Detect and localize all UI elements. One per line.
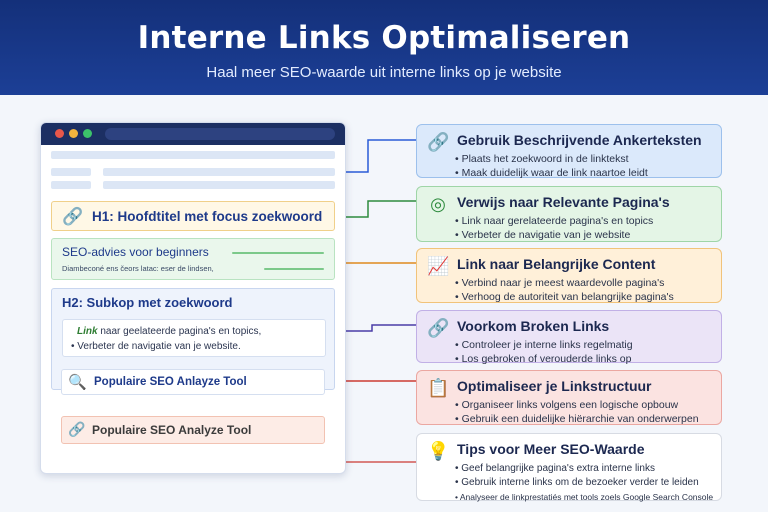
- page-title: Interne Links Optimaliseren: [137, 20, 631, 56]
- inline-link[interactable]: Link: [77, 326, 98, 337]
- tool-link-1-label: Populaire SEO Anlayze Tool: [94, 376, 247, 388]
- h1-text: H1: Hoofdtitel met focus zoekwoord: [92, 209, 323, 224]
- minimize-dot-icon: [69, 129, 78, 138]
- card-title: Tips voor Meer SEO-Waarde: [457, 441, 645, 457]
- card-list: Organiseer links volgens een logische op…: [455, 399, 699, 426]
- placeholder-line: [51, 151, 335, 159]
- browser-titlebar: [41, 123, 345, 145]
- placeholder-line: [51, 168, 91, 176]
- list-item: Los gebroken of verouderde links op: [455, 353, 633, 367]
- card-list: Verbind naar je meest waardevolle pagina…: [455, 277, 674, 304]
- list-item: Verhoog de autoriteit van belangrijke pa…: [455, 291, 674, 305]
- list-item: Verbeter de navigatie van je website: [455, 229, 653, 243]
- advice-title: SEO-advies voor beginners: [62, 245, 209, 259]
- list-item: Plaats het zoekwoord in de linktekst: [455, 153, 648, 167]
- h2-line-2: • Verbeter de navigatie van je website.: [71, 341, 241, 352]
- h2-text: H2: Subkop met zoekwoord: [62, 295, 233, 310]
- card-list: Geef belangrijke pagina's extra interne …: [455, 462, 713, 504]
- page-subtitle: Haal meer SEO-waarde uit interne links o…: [206, 64, 562, 81]
- target-icon: ◎: [430, 194, 446, 214]
- card-title: Voorkom Broken Links: [457, 318, 610, 334]
- tip-card-important-content: 📈 Link naar Belangrijke Content Verbind …: [416, 248, 722, 303]
- placeholder-line: [103, 168, 335, 176]
- advice-block: SEO-advies voor beginners Diambeconé ens…: [51, 238, 335, 280]
- list-item: Analyseer de linkprestatiés met tools zo…: [455, 490, 713, 504]
- card-title: Verwijs naar Relevante Pagina's: [457, 194, 670, 210]
- lightbulb-icon: 💡: [427, 441, 450, 461]
- card-list: Link naar gerelateerde pagina's en topic…: [455, 215, 654, 243]
- tool-link-2[interactable]: 🔗 Populaire SEO Analyze Tool: [61, 416, 325, 444]
- h1-heading-block: 🔗 H1: Hoofdtitel met focus zoekwoord: [51, 201, 335, 231]
- broken-link-icon: 🔗: [427, 318, 450, 338]
- close-dot-icon: [55, 129, 64, 138]
- card-list: Plaats het zoekwoord in de linktekst Maa…: [455, 153, 648, 180]
- card-title: Link naar Belangrijke Content: [457, 256, 656, 272]
- list-item: Organiseer links volgens een logische op…: [455, 399, 699, 413]
- link-icon: 🔗: [427, 132, 450, 152]
- card-title: Optimaliseer je Linkstructuur: [457, 378, 652, 394]
- tip-card-link-structure: 📋 Optimaliseer je Linkstructuur Organise…: [416, 370, 722, 425]
- card-list: Controleer je interne links regelmatig L…: [455, 339, 633, 366]
- h2-line-1: Link naar geelateerde pagina's en topics…: [77, 326, 262, 337]
- tool-link-1[interactable]: 🔍 Populaire SEO Anlayze Tool: [61, 369, 325, 395]
- tip-card-anchor-texts: 🔗 Gebruik Beschrijvende Ankerteksten Pla…: [416, 124, 722, 180]
- placeholder-line: [51, 181, 91, 189]
- tip-card-seo-tips: 💡 Tips voor Meer SEO-Waarde Geef belangr…: [416, 433, 722, 504]
- tip-card-relevant-pages: ◎ Verwijs naar Relevante Pagina's Link n…: [416, 186, 722, 242]
- card-title: Gebruik Beschrijvende Ankerteksten: [457, 132, 702, 148]
- browser-mockup: 🔗 H1: Hoofdtitel met focus zoekwoord SEO…: [40, 122, 346, 474]
- maximize-dot-icon: [83, 129, 92, 138]
- list-item: Gebruik een duidelijke hiërarchie van on…: [455, 413, 699, 427]
- list-item: Link naar gerelateerde pagina's en topic…: [455, 215, 654, 229]
- green-line: [264, 268, 324, 270]
- list-item: Maak duidelijk waar de link naartoe leid…: [455, 167, 648, 181]
- list-item: Gebruik interne links om de bezoeker ver…: [455, 476, 713, 490]
- tip-card-broken-links: 🔗 Voorkom Broken Links Controleer je int…: [416, 310, 722, 366]
- list-item: Verbind naar je meest waardevolle pagina…: [455, 277, 674, 291]
- link-icon: 🔗: [68, 421, 86, 437]
- header-banner: Interne Links Optimaliseren Haal meer SE…: [0, 0, 768, 95]
- list-item: Controleer je interne links regelmatig: [455, 339, 633, 353]
- connector-line-blue: [336, 139, 416, 173]
- placeholder-line: [103, 181, 335, 189]
- chart-icon: 📈: [427, 256, 450, 276]
- green-line: [232, 252, 324, 254]
- advice-subtext: Diambeconé ens čeors latac: eser de lind…: [62, 264, 214, 273]
- document-search-icon: 🔍: [68, 374, 87, 391]
- address-bar: [105, 128, 335, 140]
- link-icon: 🔗: [62, 207, 84, 226]
- list-item: Geef belangrijke pagina's extra interne …: [455, 462, 713, 476]
- tool-link-2-label: Populaire SEO Analyze Tool: [92, 423, 252, 437]
- structure-icon: 📋: [427, 378, 450, 398]
- h2-content-box: Link naar geelateerde pagina's en topics…: [62, 319, 326, 357]
- connector-line-green: [336, 200, 416, 218]
